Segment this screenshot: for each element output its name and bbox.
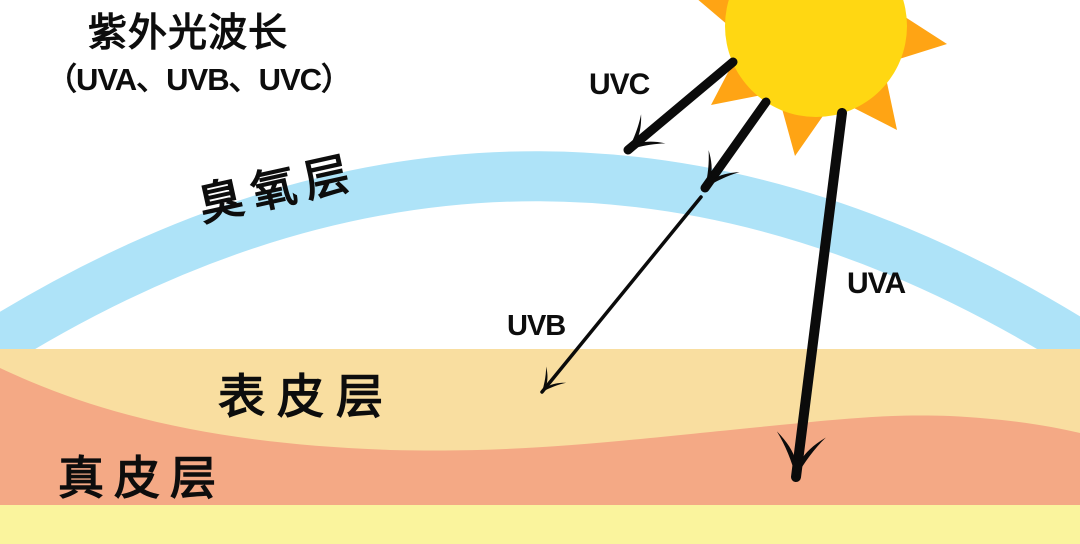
uvc-arrow (623, 57, 738, 155)
uvb-arrow-upper (700, 97, 771, 193)
dermis-layer (0, 368, 1080, 544)
uvc-label: UVC (589, 68, 650, 101)
ozone-layer-band (0, 151, 1080, 376)
subcutis-layer (0, 505, 1080, 544)
page-title: 紫外光波长 (88, 12, 289, 55)
sun-ray-icon (850, 78, 897, 130)
uvb-arrow-lower (540, 195, 703, 394)
sun-disc (725, 0, 907, 117)
sun-ray-icon (781, 105, 825, 156)
sun (698, 0, 947, 156)
sun-ray-icon (896, 15, 947, 60)
dermis-label: 真皮层 (58, 452, 226, 504)
uva-label: UVA (847, 267, 906, 300)
sun-ray-icon (711, 59, 762, 105)
uva-arrow (776, 108, 847, 482)
uvb-label: UVB (507, 310, 566, 342)
page-subtitle: （UVA、UVB、UVC） (46, 62, 352, 97)
epidermis-label: 表皮层 (218, 370, 395, 423)
